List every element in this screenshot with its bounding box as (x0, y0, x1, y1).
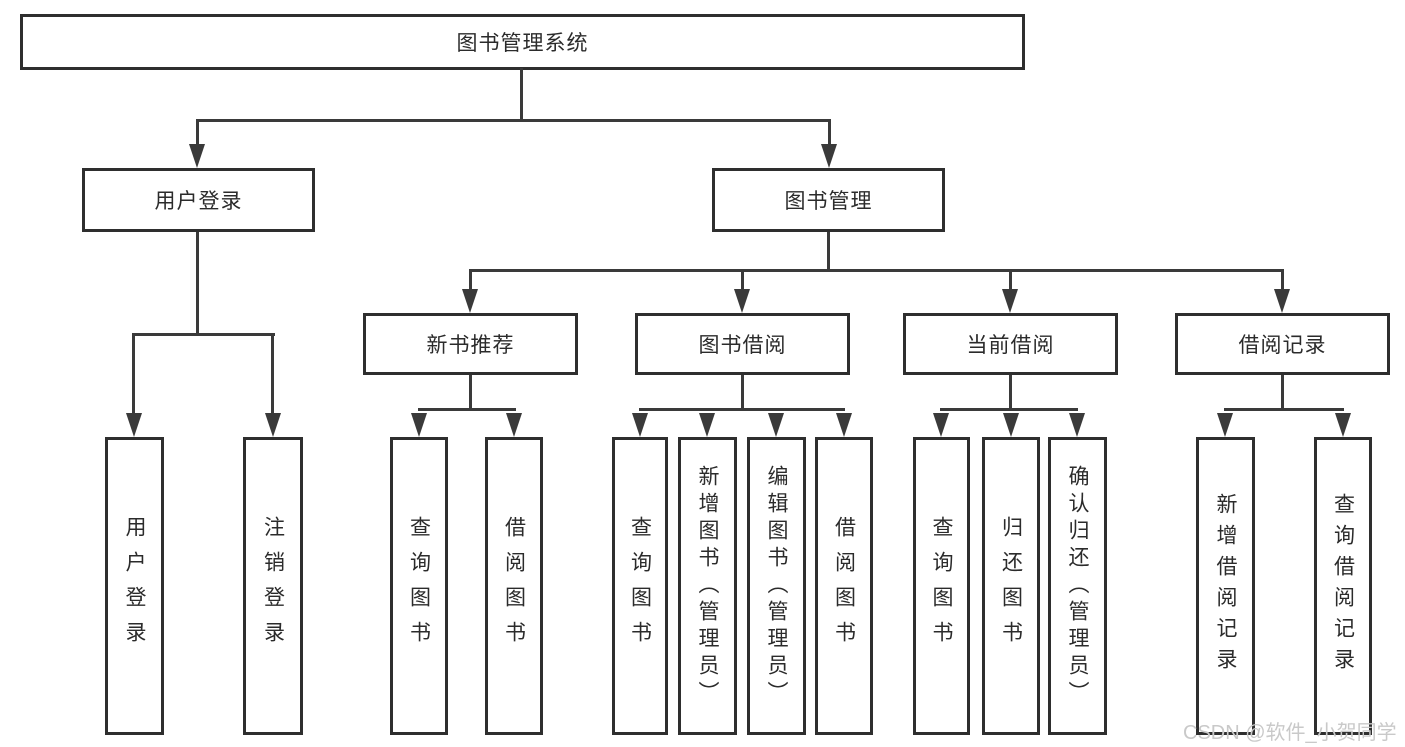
connector-to-new-book-recommend (469, 269, 472, 291)
arrow-down-leaf-add-books (699, 413, 715, 437)
leaf-borrow-books-recommend-label: 借阅图书 (502, 516, 526, 656)
connector-to-current-borrow (1009, 269, 1012, 291)
leaf-query-books-borrow: 查询图书 (612, 437, 668, 735)
node-root: 图书管理系统 (20, 14, 1025, 70)
leaf-return-books: 归还图书 (982, 437, 1040, 735)
arrow-down-leaf-borrow-books (836, 413, 852, 437)
leaf-add-borrow-record-label: 新增借阅记录 (1214, 493, 1237, 679)
node-current-borrow: 当前借阅 (903, 313, 1118, 375)
connector-current-borrow-stub (1009, 375, 1012, 411)
connector-to-book-management (828, 119, 831, 146)
arrow-down-new-book-recommend (462, 289, 478, 313)
connector-root-stub (520, 68, 523, 122)
arrow-down-leaf-edit-books (768, 413, 784, 437)
leaf-query-books-recommend-label: 查询图书 (407, 516, 431, 656)
leaf-add-books-admin: 新增图书（管理员） (678, 437, 737, 735)
node-book-management: 图书管理 (712, 168, 945, 232)
leaf-borrow-books-label: 借阅图书 (832, 516, 856, 656)
arrow-down-leaf-borrow-recommend (506, 413, 522, 437)
leaf-edit-books-admin-label: 编辑图书（管理员） (765, 464, 788, 708)
arrow-down-leaf-query-current (933, 413, 949, 437)
arrow-down-user-login (189, 144, 205, 168)
arrow-down-leaf-query-record (1335, 413, 1351, 437)
connector-user-login-rail (132, 333, 275, 336)
node-new-book-recommend-label: 新书推荐 (426, 334, 515, 357)
node-new-book-recommend: 新书推荐 (363, 313, 578, 375)
connector-book-management-stub (827, 232, 830, 272)
leaf-query-borrow-record: 查询借阅记录 (1314, 437, 1372, 735)
connector-to-leaf-logout (271, 333, 274, 415)
connector-user-login-stub (196, 232, 199, 336)
leaf-query-books-current: 查询图书 (913, 437, 970, 735)
arrow-down-book-borrow (734, 289, 750, 313)
connector-borrow-record-rail (1224, 408, 1344, 411)
connector-level2-rail (196, 119, 831, 122)
node-borrow-record: 借阅记录 (1175, 313, 1390, 375)
arrow-down-leaf-query-borrow (632, 413, 648, 437)
connector-level3-rail (469, 269, 1284, 272)
arrow-down-leaf-user-login (126, 413, 142, 437)
leaf-query-books-recommend: 查询图书 (390, 437, 448, 735)
arrow-down-leaf-confirm-return (1069, 413, 1085, 437)
connector-new-book-recommend-rail (418, 408, 516, 411)
leaf-edit-books-admin: 编辑图书（管理员） (747, 437, 806, 735)
connector-new-book-recommend-stub (469, 375, 472, 411)
node-borrow-record-label: 借阅记录 (1238, 334, 1327, 357)
arrow-down-leaf-logout (265, 413, 281, 437)
arrow-down-borrow-record (1274, 289, 1290, 313)
node-current-borrow-label: 当前借阅 (966, 334, 1055, 357)
arrow-down-book-management (821, 144, 837, 168)
leaf-add-books-admin-label: 新增图书（管理员） (696, 464, 719, 708)
arrow-down-leaf-add-record (1217, 413, 1233, 437)
node-user-login-label: 用户登录 (154, 190, 243, 213)
connector-to-book-borrow (741, 269, 744, 291)
csdn-watermark: CSDN @软件_小贺同学 (1183, 722, 1397, 744)
leaf-logout: 注销登录 (243, 437, 303, 735)
leaf-query-borrow-record-label: 查询借阅记录 (1331, 493, 1355, 679)
leaf-query-books-borrow-label: 查询图书 (628, 516, 652, 656)
leaf-borrow-books-recommend: 借阅图书 (485, 437, 543, 735)
leaf-user-login: 用户登录 (105, 437, 164, 735)
leaf-query-books-current-label: 查询图书 (930, 516, 953, 656)
node-user-login: 用户登录 (82, 168, 315, 232)
leaf-confirm-return-admin-label: 确认归还（管理员） (1066, 464, 1089, 708)
node-book-borrow: 图书借阅 (635, 313, 850, 375)
node-root-label: 图书管理系统 (456, 32, 589, 55)
node-book-borrow-label: 图书借阅 (698, 334, 787, 357)
leaf-borrow-books: 借阅图书 (815, 437, 873, 735)
connector-to-borrow-record (1281, 269, 1284, 291)
connector-to-leaf-user-login (132, 333, 135, 415)
connector-book-borrow-stub (741, 375, 744, 411)
arrow-down-current-borrow (1002, 289, 1018, 313)
node-book-management-label: 图书管理 (784, 190, 873, 213)
leaf-user-login-label: 用户登录 (123, 516, 146, 656)
connector-to-user-login (196, 119, 199, 146)
leaf-logout-label: 注销登录 (261, 516, 285, 656)
leaf-add-borrow-record: 新增借阅记录 (1196, 437, 1255, 735)
leaf-confirm-return-admin: 确认归还（管理员） (1048, 437, 1107, 735)
connector-current-borrow-rail (940, 408, 1078, 411)
connector-book-borrow-rail (639, 408, 845, 411)
arrow-down-leaf-query-recommend (411, 413, 427, 437)
connector-borrow-record-stub (1281, 375, 1284, 411)
leaf-return-books-label: 归还图书 (999, 516, 1023, 656)
arrow-down-leaf-return-books (1003, 413, 1019, 437)
